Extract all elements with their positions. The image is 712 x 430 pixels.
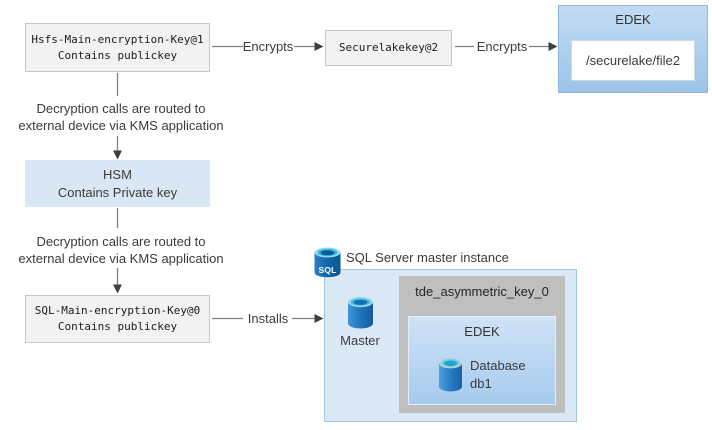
edek-inner-title: EDEK [464, 324, 500, 339]
sql-main-encryption-key-node: SQL-Main-encryption-Key@0 Contains publi… [25, 295, 210, 343]
decryption-routed-note-top: Decryption calls are routed to external … [18, 100, 223, 134]
edek-inner-box: EDEK [408, 316, 556, 405]
encrypts-label-2: Encrypts [476, 39, 528, 54]
master-database-icon [347, 296, 374, 330]
hsfs-key-name: Hsfs-Main-encryption-Key@1 [31, 32, 204, 46]
securelake-file-path: /securelake/file2 [571, 40, 695, 81]
securelake-key-name: Securelakekey@2 [338, 41, 439, 54]
db1-label-line2: db1 [470, 376, 492, 391]
sql-server-title: SQL Server master instance [346, 250, 509, 265]
sql-database-icon: SQL [314, 247, 341, 278]
hsfs-key-subtitle: Contains publickey [57, 48, 178, 62]
tde-asymmetric-key-label: tde_asymmetric_key_0 [415, 284, 549, 299]
edek-file-node: EDEK /securelake/file2 [558, 5, 708, 93]
encrypts-label-1: Encrypts [242, 39, 294, 54]
note-top-line2: external device via KMS application [18, 118, 224, 133]
db1-database-icon [438, 356, 463, 393]
installs-label: Installs [247, 311, 289, 326]
db1-label: Database db1 [470, 357, 526, 393]
note-bottom-line2: external device via KMS application [18, 251, 224, 266]
sql-key-subtitle: Contains publickey [57, 320, 178, 333]
db1-label-line1: Database [470, 358, 526, 373]
edek-file-title: EDEK [615, 12, 651, 27]
tde-asymmetric-key-box: tde_asymmetric_key_0 EDEK [399, 276, 565, 413]
hsm-subtitle: Contains Private key [57, 184, 178, 200]
hsm-node: HSM Contains Private key [25, 160, 210, 207]
note-bottom-line1: Decryption calls are routed to [36, 234, 206, 249]
sql-key-name: SQL-Main-encryption-Key@0 [34, 304, 201, 317]
master-label: Master [340, 333, 380, 348]
decryption-routed-note-bottom: Decryption calls are routed to external … [18, 233, 223, 267]
note-top-line1: Decryption calls are routed to [36, 101, 206, 116]
securelake-key-node: Securelakekey@2 [325, 30, 452, 66]
sql-icon-text: SQL [318, 265, 337, 275]
hsfs-main-encryption-key-node: Hsfs-Main-encryption-Key@1 Contains publ… [25, 23, 210, 72]
hsm-title: HSM [103, 166, 132, 182]
